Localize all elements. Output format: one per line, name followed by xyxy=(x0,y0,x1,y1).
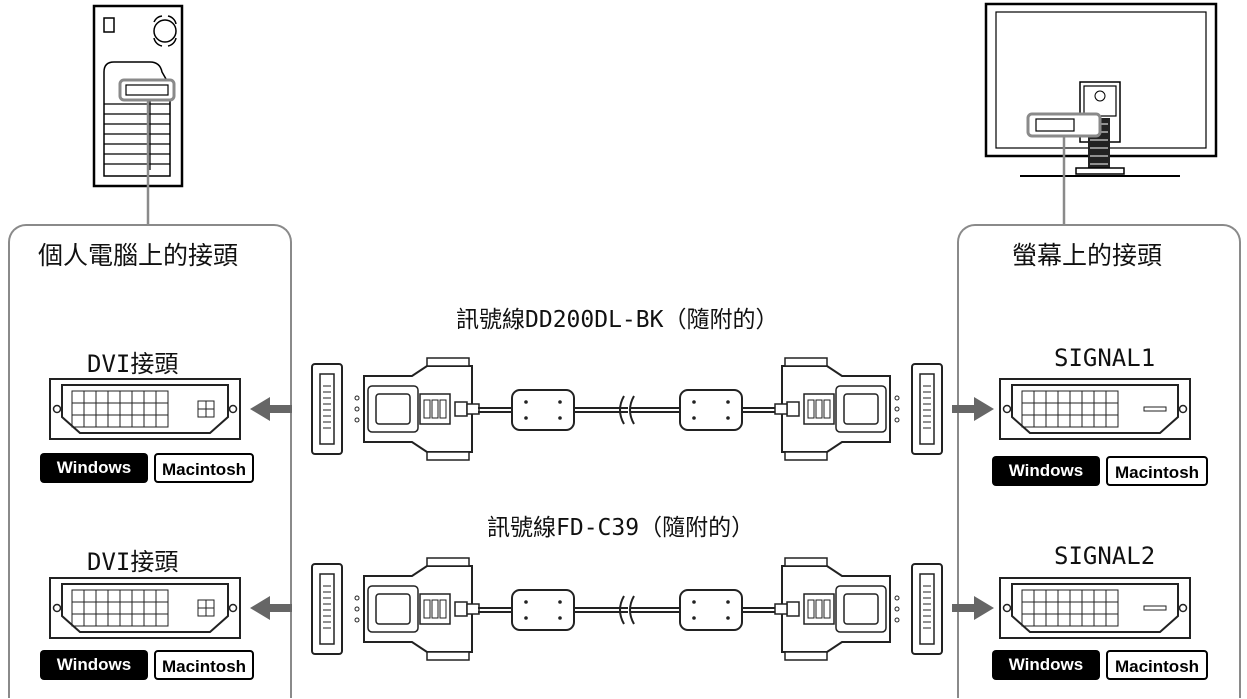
monitor-port-top-label: SIGNAL1 xyxy=(1054,344,1156,372)
pc-dvi-port-top xyxy=(49,378,241,440)
windows-badge: Windows xyxy=(40,650,148,680)
cable-fd-c39 xyxy=(312,558,942,660)
cable-bottom-label: 訊號線FD-C39（隨附的） xyxy=(487,515,755,541)
windows-badge: Windows xyxy=(992,456,1100,486)
pc-dvi-port-bottom xyxy=(49,577,241,639)
macintosh-badge: Macintosh xyxy=(1106,650,1208,680)
pc-port-bottom-label: DVI接頭 xyxy=(87,548,179,576)
arrow-to-pc-bottom xyxy=(250,596,292,620)
windows-badge: Windows xyxy=(40,453,148,483)
pc-port-top-label: DVI接頭 xyxy=(87,350,179,378)
arrow-to-pc-top xyxy=(250,397,292,421)
macintosh-badge: Macintosh xyxy=(1106,456,1208,486)
macintosh-badge: Macintosh xyxy=(154,453,254,483)
monitor-port-signal1 xyxy=(999,378,1191,440)
monitor-port-bottom-label: SIGNAL2 xyxy=(1054,542,1156,570)
monitor-port-signal2 xyxy=(999,577,1191,639)
arrow-to-monitor-top xyxy=(952,397,994,421)
pc-tower-icon xyxy=(92,4,184,224)
arrow-to-monitor-bottom xyxy=(952,596,994,620)
windows-badge: Windows xyxy=(992,650,1100,680)
cable-top-label: 訊號線DD200DL-BK（隨附的） xyxy=(456,307,779,333)
monitor-rear-icon xyxy=(984,2,1218,224)
monitor-panel-title: 螢幕上的接頭 xyxy=(1012,241,1163,270)
cable-dd200dl-bk xyxy=(312,358,942,460)
pc-panel-title: 個人電腦上的接頭 xyxy=(38,241,239,270)
macintosh-badge: Macintosh xyxy=(154,650,254,680)
